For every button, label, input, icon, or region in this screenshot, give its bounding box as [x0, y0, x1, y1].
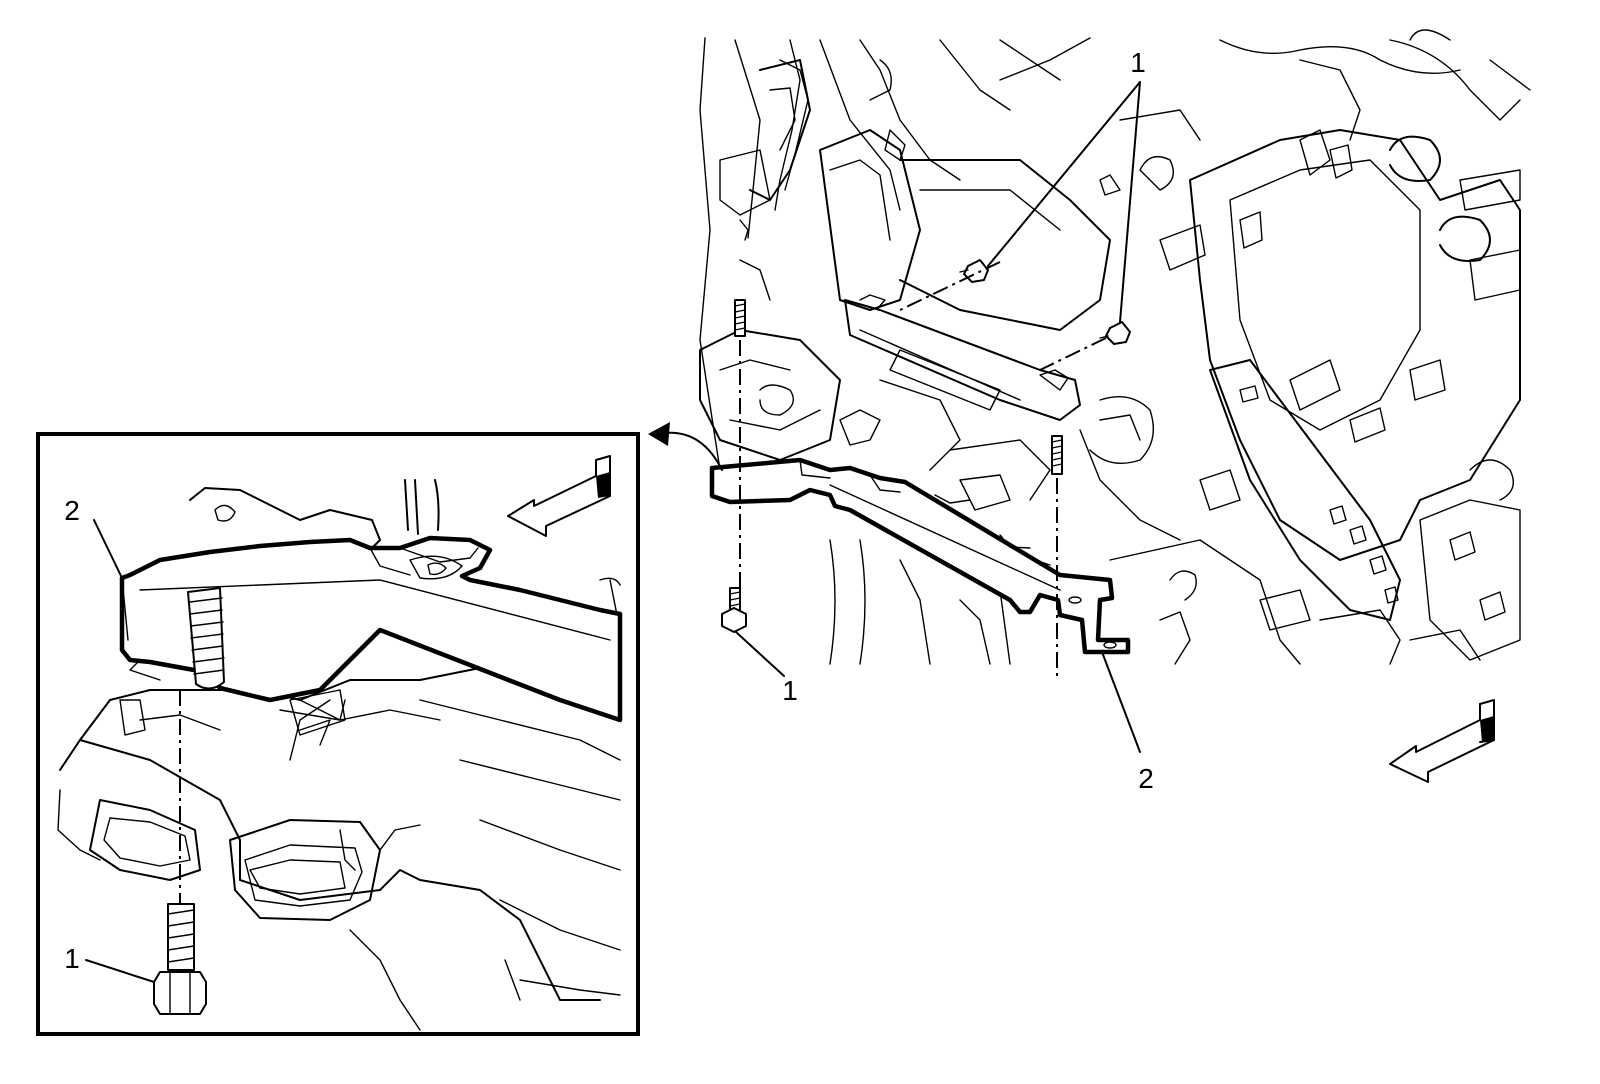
detail-front-direction-arrow-icon	[507, 455, 611, 537]
detail-view-curved-arrow-icon	[648, 422, 723, 471]
stud-icon	[187, 587, 225, 690]
leader-lines	[735, 81, 1141, 753]
detail-callout-bolt: 1	[64, 943, 80, 974]
front-direction-arrow-icon	[1389, 699, 1495, 783]
mounting-bracket	[709, 457, 1131, 655]
detail-view: 2 1	[36, 432, 640, 1036]
detail-bolt	[153, 903, 207, 1015]
bolt-icon	[721, 259, 1131, 633]
detail-background	[57, 479, 621, 1031]
detail-callout-bracket: 2	[64, 495, 80, 526]
callout-bolt-top: 1	[1130, 47, 1146, 78]
main-view: 1 1 2	[699, 29, 1531, 794]
callout-bracket: 2	[1138, 763, 1154, 794]
detail-leader-lines	[85, 519, 155, 983]
stud-right	[1051, 435, 1063, 475]
detail-view-frame	[36, 432, 640, 1036]
alignment-centerlines	[739, 261, 1107, 680]
stud-left	[734, 299, 746, 337]
background-structure	[699, 29, 1531, 665]
callout-bolt-bottom: 1	[782, 675, 798, 706]
